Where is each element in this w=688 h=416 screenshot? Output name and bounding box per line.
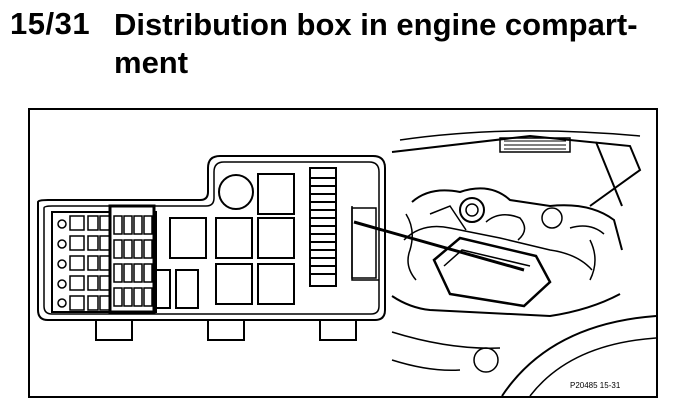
fuse-strip xyxy=(309,167,337,287)
round-relay xyxy=(218,174,254,210)
heading: 15/31 Distribution box in engine compart… xyxy=(0,0,688,90)
page-title: Distribution box in engine compart-ment xyxy=(114,7,638,80)
illustration-frame xyxy=(28,108,658,398)
distribution-box-illustration xyxy=(37,130,656,396)
engine-compartment-view xyxy=(391,130,656,396)
location-pointer-line xyxy=(353,220,525,272)
distribution-box xyxy=(37,155,386,341)
relay-block xyxy=(147,173,295,309)
fuse-bank xyxy=(51,204,157,314)
figure-reference: P20485 15-31 xyxy=(570,381,621,390)
section-number: 15/31 xyxy=(10,6,91,41)
